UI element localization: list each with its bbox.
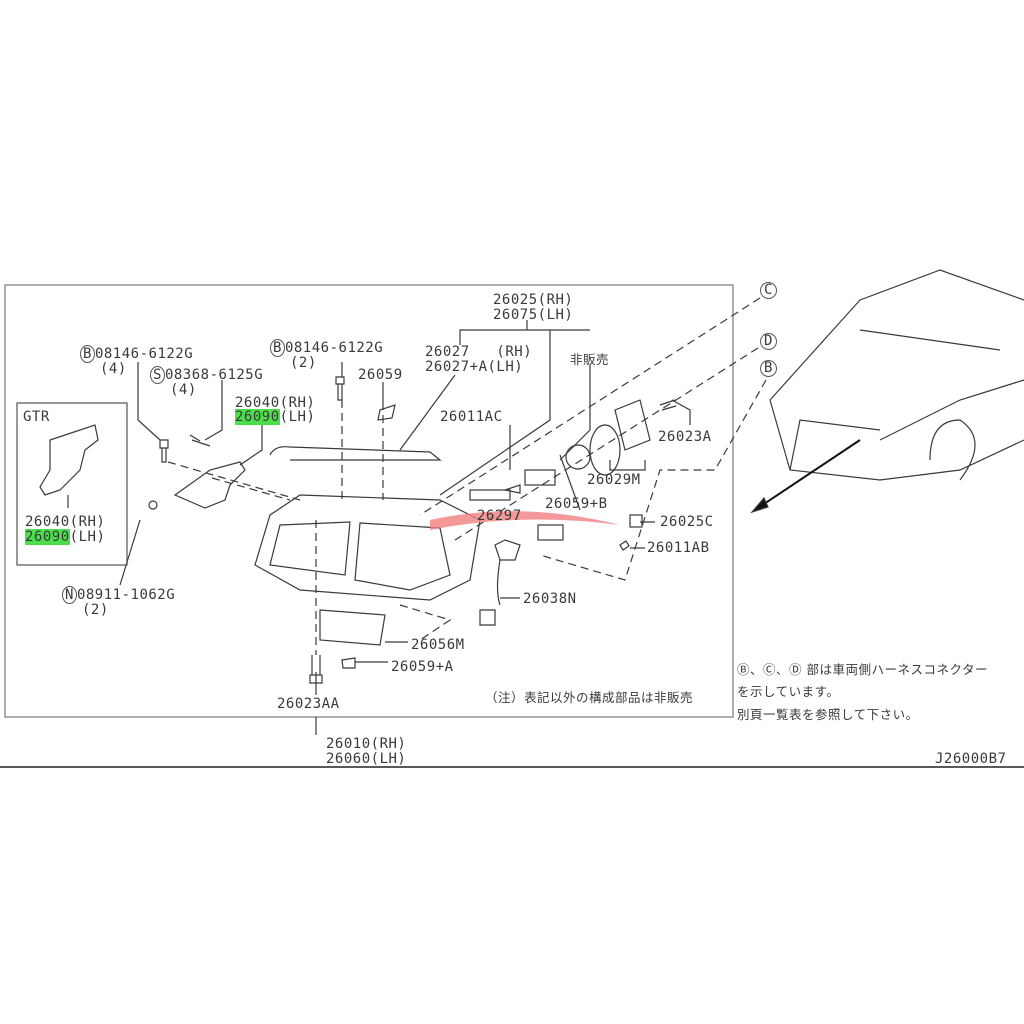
part-26075: 26075(LH) (493, 307, 574, 323)
part-26056m: 26056M (411, 637, 465, 653)
headlight-lens-icon (269, 521, 451, 591)
part-number: 08911-1062G (76, 587, 176, 603)
seal-icon (589, 424, 621, 476)
gtr-bracket-icon (39, 424, 99, 496)
highlighted-part: 26090 (25, 529, 70, 545)
qty: (4) (100, 361, 127, 377)
marker-n: N (62, 586, 77, 604)
bulb-26011ab-icon (619, 540, 630, 551)
connector-b-marker: B (760, 360, 777, 377)
nut-icon (148, 500, 158, 510)
leader-lines (119, 320, 691, 735)
part-26038n: 26038N (523, 591, 577, 607)
gtr-part-rh: 26040(RH) (25, 514, 106, 530)
part-26060: 26060(LH) (326, 751, 407, 767)
part-26027: 26027 (RH) (425, 344, 533, 360)
bulb-26297-icon (502, 484, 521, 494)
bolt-top-icon (335, 376, 345, 401)
part-26010: 26010(RH) (326, 736, 407, 752)
harness-26038n-icon (479, 539, 521, 626)
part-number: 08146-6122G (284, 340, 384, 356)
car-outline-icon (769, 269, 1024, 481)
note-line-1: Ⓑ、Ⓒ、Ⓓ 部は車両側ハーネスコネクター (737, 662, 988, 677)
part-26023aa: 26023AA (277, 696, 340, 712)
cover-26056m-icon (319, 609, 386, 646)
bulb-26011ac-icon (469, 489, 511, 501)
qty: (2) (82, 602, 109, 618)
main-frame (4, 284, 734, 718)
connector-d-marker: D (760, 333, 777, 350)
qty: (2) (290, 355, 317, 371)
screw-icon (189, 434, 211, 447)
gtr-part-lh: 26090(LH) (25, 529, 106, 545)
part-number: 08146-6122G (94, 346, 194, 362)
part-26029m: 26029M (587, 472, 641, 488)
gtr-title: GTR (23, 409, 50, 425)
not-sold-label: 非販売 (570, 352, 610, 367)
screw-26023aa-icon (309, 655, 323, 684)
cap-26029m-icon (614, 399, 651, 451)
note-line-3: 別頁一覧表を参照して下さい。 (737, 707, 919, 722)
highlighted-part: 26090 (235, 409, 280, 425)
marker-s: S (150, 366, 165, 384)
part-26025: 26025(RH) (493, 292, 574, 308)
bolt-icon (159, 439, 169, 463)
label-26059a-icon (341, 657, 356, 669)
side: (LH) (69, 529, 106, 545)
part-26059b: 26059+B (545, 496, 608, 512)
screw-26023a-icon (659, 399, 677, 411)
trim-strip-icon (269, 446, 442, 461)
bulb-26025c-icon (629, 514, 643, 528)
part-26025c: 26025C (660, 514, 714, 530)
bulb-icon (565, 444, 591, 470)
bracket-part-rh: 26040(RH) (235, 395, 316, 411)
watermark-swoosh (430, 511, 620, 530)
note-line-2: を示しています。 (737, 684, 840, 699)
part-26011ab: 26011AB (647, 540, 710, 556)
part-26011ac: 26011AC (440, 409, 503, 425)
arrow-head-icon (750, 496, 769, 514)
part-26059a: 26059+A (391, 659, 454, 675)
part-26023a: 26023A (658, 429, 712, 445)
label-26059-icon (377, 404, 396, 421)
connector-icon (537, 524, 564, 541)
dashed-guides (167, 297, 767, 655)
connector-c-marker: C (760, 282, 777, 299)
part-26297: 26297 (477, 508, 522, 524)
marker-b: B (80, 345, 95, 363)
side: (LH) (279, 409, 316, 425)
part-26027a: 26027+A(LH) (425, 359, 524, 375)
part-26059: 26059 (358, 367, 403, 383)
part-number: 08368-6125G (164, 367, 264, 383)
footnote: （注）表記以外の構成部品は非販売 (485, 690, 694, 705)
bracket-icon (173, 461, 246, 509)
gtr-box-frame (16, 402, 128, 566)
marker-b: B (270, 339, 285, 357)
qty: (4) (170, 382, 197, 398)
arrow-line (754, 439, 861, 511)
headlight-housing-icon (254, 494, 481, 601)
bracket-part-lh: 26090(LH) (235, 409, 316, 425)
socket-icon (524, 469, 556, 486)
diagram-code: J26000B7 (935, 751, 1007, 767)
